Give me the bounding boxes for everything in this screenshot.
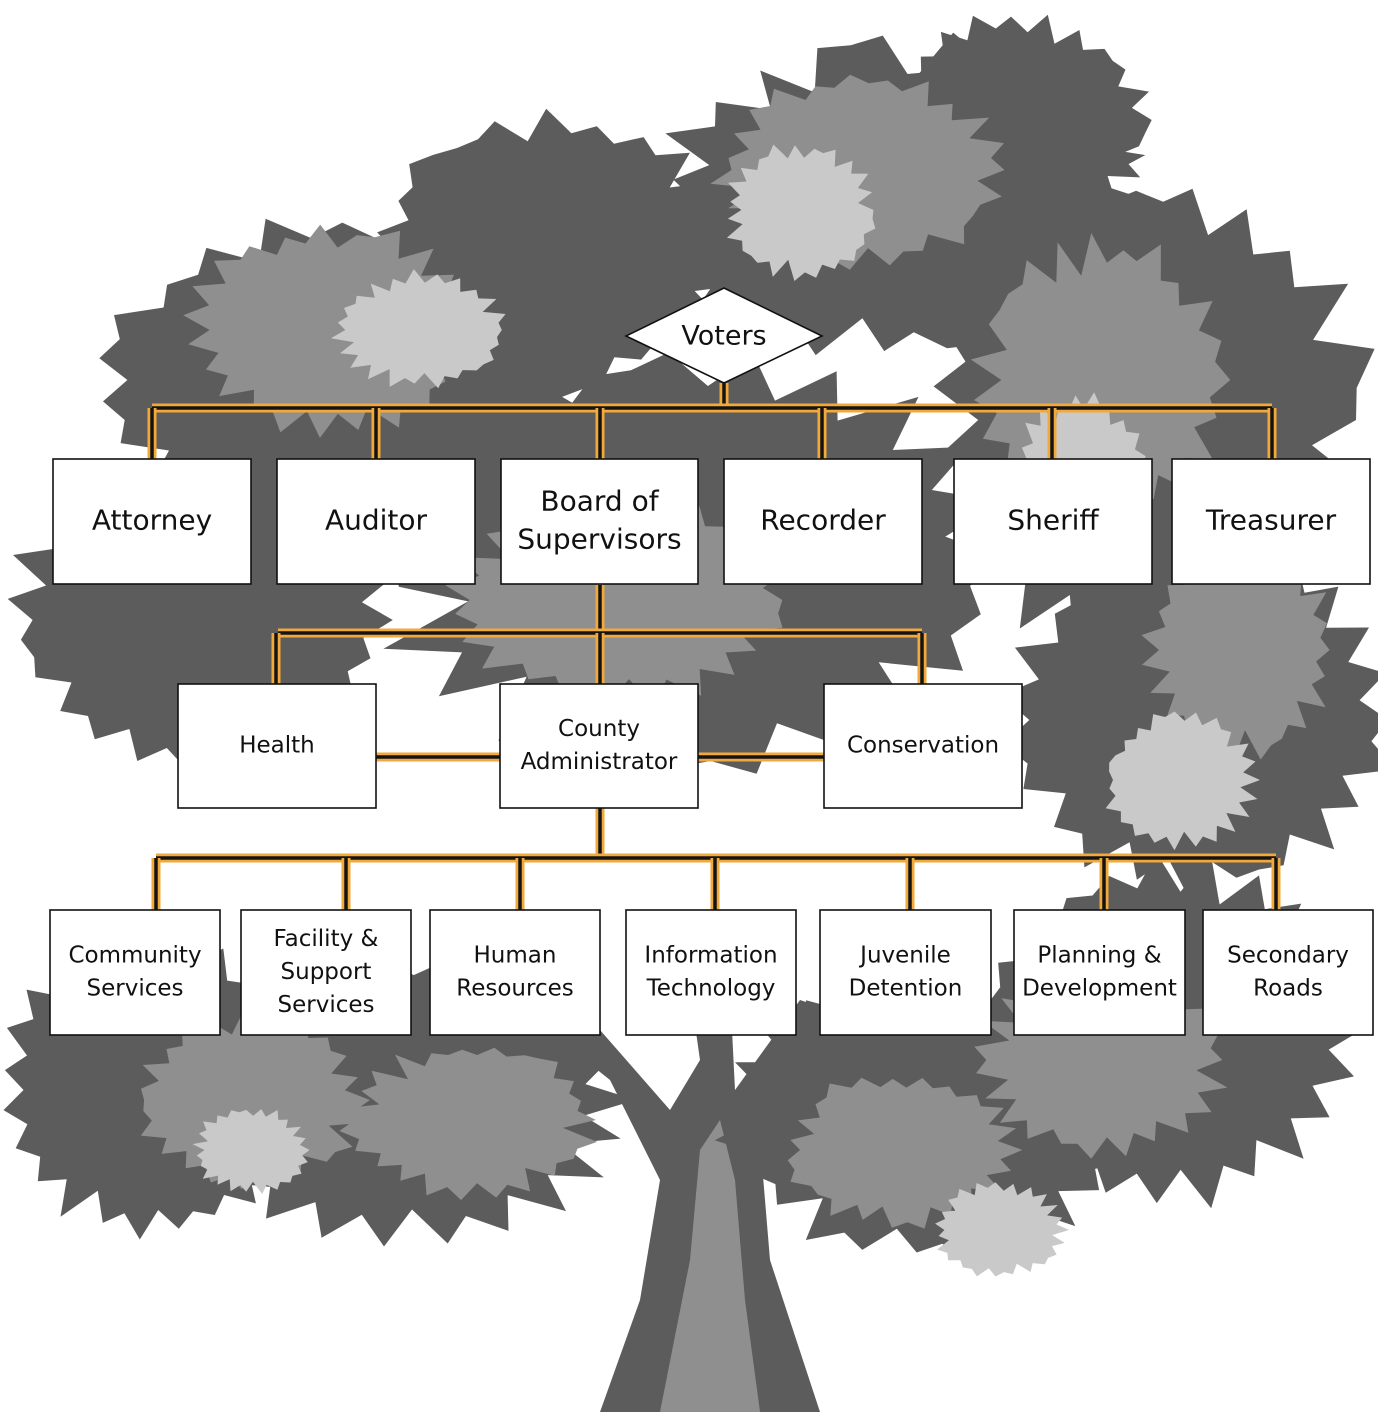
node-auditor-label: Auditor	[325, 504, 428, 537]
tree-trunk-highlight	[660, 1120, 760, 1412]
node-secondary-roads-label: Secondary	[1227, 943, 1349, 969]
node-conservation-label: Conservation	[847, 733, 999, 759]
node-sheriff: Sheriff	[953, 458, 1153, 585]
tree-foliage-cluster	[935, 1182, 1069, 1277]
node-county-administrator-box	[499, 683, 699, 809]
node-sheriff-box	[953, 458, 1153, 585]
node-planning-and-development-box	[1013, 909, 1186, 1036]
node-attorney-label: Attorney	[92, 504, 212, 537]
node-planning-and-development-label: Development	[1022, 976, 1177, 1002]
node-community-services-box	[49, 909, 221, 1036]
node-health-label: Health	[239, 733, 315, 759]
node-information-technology-box	[625, 909, 797, 1036]
node-health-box	[177, 683, 377, 809]
node-board-of-supervisors-label: Supervisors	[517, 523, 681, 556]
node-county-administrator-label: County	[558, 716, 640, 742]
node-secondary-roads-label: Roads	[1253, 976, 1323, 1002]
tree-foliage-cluster	[183, 224, 482, 438]
node-community-services-label: Community	[68, 943, 201, 969]
node-facility-and-support-services-label: Facility &	[274, 926, 379, 952]
tree-foliage-cluster	[330, 269, 506, 389]
node-secondary-roads-box	[1202, 909, 1374, 1036]
tree-foliage-cluster	[1141, 546, 1330, 762]
node-auditor-box	[276, 458, 476, 585]
node-treasurer-label: Treasurer	[1205, 504, 1337, 537]
node-health: Health	[177, 683, 377, 809]
tree-foliage-cluster	[192, 1109, 310, 1194]
node-juvenile-detention-box	[819, 909, 992, 1036]
node-voters: Voters	[624, 287, 824, 384]
node-voters-diamond	[624, 287, 824, 384]
node-conservation: Conservation	[823, 683, 1023, 809]
node-recorder-box	[723, 458, 923, 585]
node-treasurer-box	[1171, 458, 1371, 585]
node-attorney-box	[52, 458, 252, 585]
node-board-of-supervisors-box	[500, 458, 699, 585]
node-community-services-label: Services	[87, 976, 184, 1002]
tree-foliage-cluster	[1105, 711, 1260, 851]
node-treasurer: Treasurer	[1171, 458, 1371, 585]
node-board-of-supervisors: Board of Supervisors	[500, 458, 699, 585]
node-auditor: Auditor	[276, 458, 476, 585]
node-planning-and-development: Planning & Development	[1013, 909, 1186, 1036]
tree-foliage-cluster	[339, 1047, 598, 1201]
node-information-technology-label: Technology	[646, 976, 776, 1002]
node-facility-and-support-services-label: Services	[278, 992, 375, 1018]
tree-foliage-cluster	[726, 144, 876, 281]
node-human-resources-box	[429, 909, 601, 1036]
node-sheriff-label: Sheriff	[1007, 504, 1099, 537]
node-conservation-box	[823, 683, 1023, 809]
node-juvenile-detention-label: Detention	[849, 976, 963, 1002]
node-juvenile-detention-label: Juvenile	[858, 943, 951, 969]
node-facility-and-support-services-label: Support	[281, 959, 372, 985]
connector-lines	[147, 383, 1281, 912]
node-attorney: Attorney	[52, 458, 252, 585]
node-planning-and-development-label: Planning &	[1037, 943, 1161, 969]
node-recorder: Recorder	[723, 458, 923, 585]
node-county-administrator-label: Administrator	[521, 749, 678, 775]
node-human-resources-label: Human	[474, 943, 557, 969]
node-information-technology-label: Information	[644, 943, 777, 969]
node-facility-and-support-services-box	[240, 909, 412, 1036]
node-voters-label: Voters	[681, 321, 766, 352]
node-board-of-supervisors-label: Board of	[540, 485, 659, 518]
node-recorder-label: Recorder	[760, 504, 886, 537]
node-human-resources-label: Resources	[456, 976, 573, 1002]
